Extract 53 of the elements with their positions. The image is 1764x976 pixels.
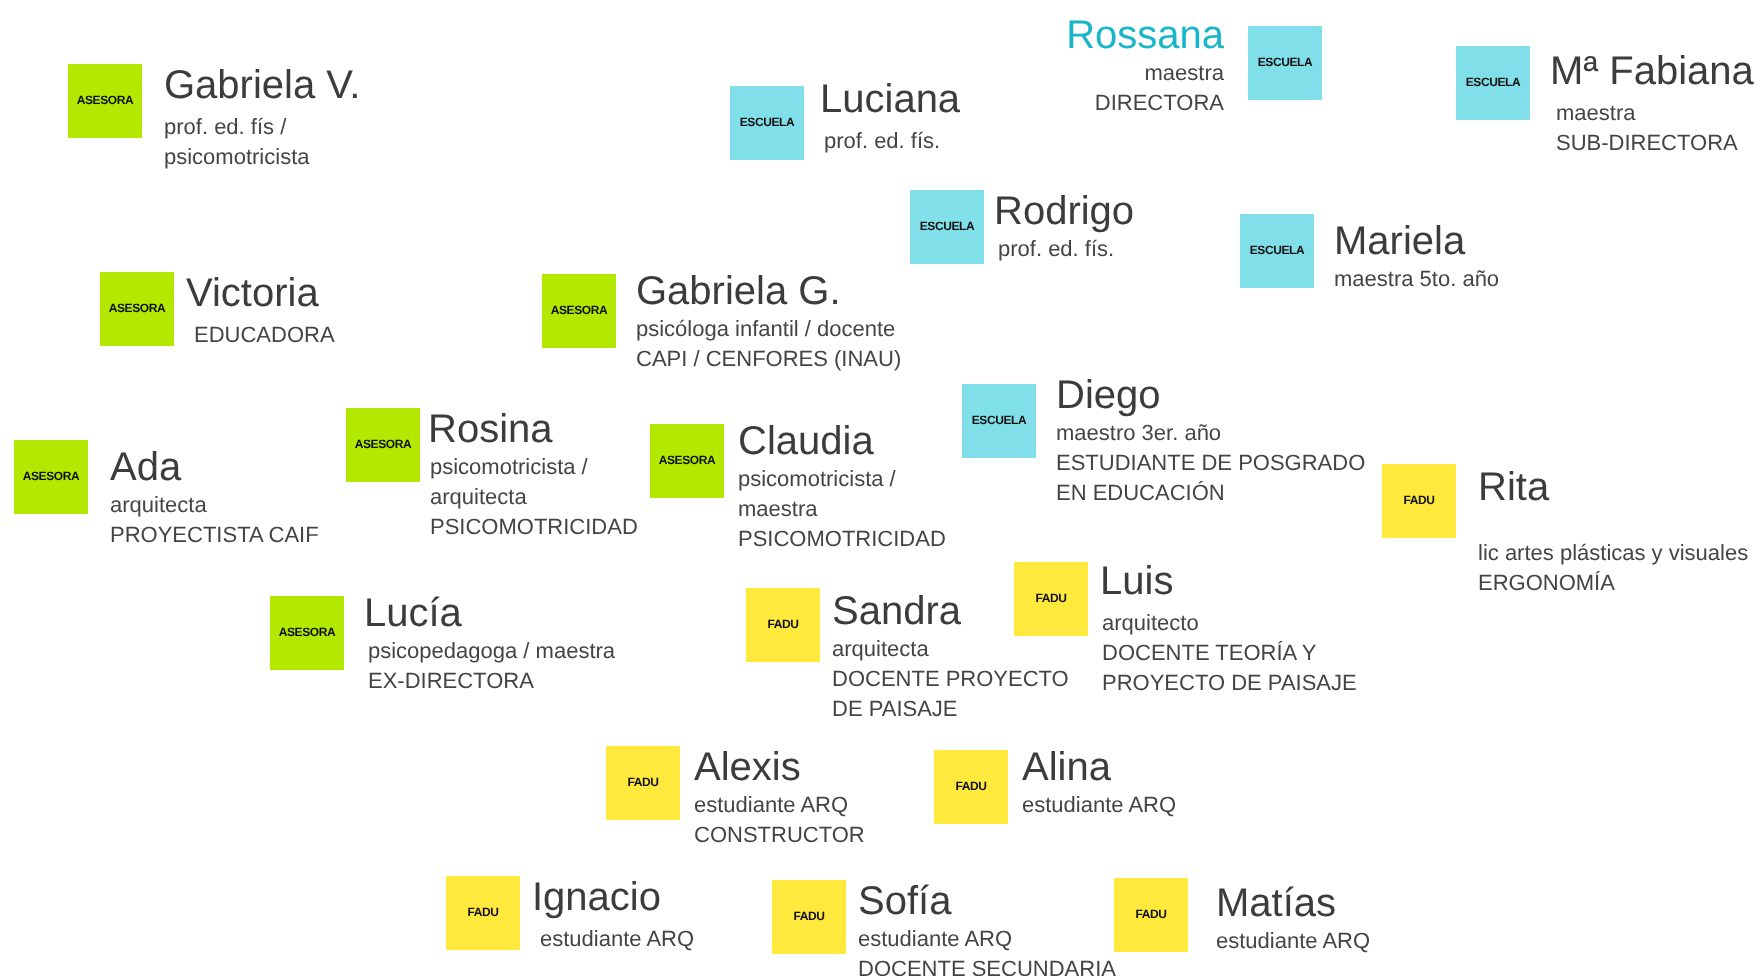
- role-text: prof. ed. fís.: [998, 236, 1115, 266]
- role-text: DOCENTE TEORÍA Y PROYECTO DE PAISAJE: [1102, 640, 1359, 700]
- person-name: Alina: [1022, 744, 1111, 792]
- person-name: Rosina: [428, 406, 553, 454]
- person-name: Luciana: [820, 76, 961, 124]
- person-name: Gabriela G.: [636, 268, 841, 316]
- role-text: DOCENTE SECUNDARIA: [858, 956, 1116, 976]
- person-name: Victoria: [186, 270, 319, 318]
- role-text: estudiante ARQ: [694, 792, 849, 822]
- person-name: Gabriela V.: [164, 62, 361, 110]
- role-text: prof. ed. fís.: [824, 128, 941, 158]
- role-text: psicomotricista / maestra: [738, 466, 898, 526]
- role-text: maestra: [1144, 60, 1224, 90]
- role-text: PROYECTISTA CAIF: [110, 522, 319, 552]
- person-name: Alexis: [694, 744, 801, 792]
- role-text: DIRECTORA: [1094, 90, 1224, 120]
- person-name: Mª Fabiana: [1550, 48, 1754, 96]
- person-name: Ada: [110, 444, 182, 492]
- person-name: Ignacio: [532, 874, 661, 922]
- person-name: Claudia: [738, 418, 874, 466]
- role-text: DOCENTE PROYECTO DE PAISAJE: [832, 666, 1071, 726]
- person-name: Sandra: [832, 588, 961, 636]
- role-text: arquitecta: [110, 492, 207, 522]
- role-text: arquitecto: [1102, 610, 1201, 640]
- role-text: maestra 5to. año: [1334, 266, 1500, 296]
- person-name: Lucía: [364, 590, 462, 638]
- role-text: prof. ed. fís / psicomotricista: [164, 114, 312, 174]
- role-text: psicopedagoga / maestra: [368, 638, 616, 668]
- role-text: lic artes plásticas y visuales: [1478, 540, 1749, 570]
- person-name: Mariela: [1334, 218, 1466, 266]
- role-text: estudiante ARQ: [1216, 928, 1371, 958]
- role-text: EDUCADORA: [194, 322, 335, 352]
- person-name: Rossana: [1066, 12, 1224, 60]
- role-text: psicomotricista / arquitecta: [430, 454, 590, 514]
- role-text: maestra: [1556, 100, 1636, 130]
- role-text: EX-DIRECTORA: [368, 668, 534, 698]
- role-text: estudiante ARQ: [1022, 792, 1177, 822]
- role-text: psicóloga infantil / docente: [636, 316, 896, 346]
- person-name: Diego: [1056, 372, 1161, 420]
- person-name: Sofía: [858, 878, 952, 926]
- role-text: CONSTRUCTOR: [694, 822, 865, 852]
- person-name: Luis: [1100, 558, 1174, 606]
- person-name: Rodrigo: [994, 188, 1135, 236]
- role-text: CAPI / CENFORES (INAU): [636, 346, 902, 376]
- role-text: SUB-DIRECTORA: [1556, 130, 1738, 160]
- role-text: ESTUDIANTE DE POSGRADO EN EDUCACIÓN: [1056, 450, 1368, 510]
- role-text: estudiante ARQ: [540, 926, 695, 956]
- role-text: estudiante ARQ: [858, 926, 1013, 956]
- role-text: ERGONOMÍA: [1478, 570, 1615, 600]
- role-text: arquitecta: [832, 636, 931, 666]
- role-text: maestro 3er. año: [1056, 420, 1224, 450]
- person-name: Matías: [1216, 880, 1337, 928]
- person-name: Rita: [1478, 464, 1550, 512]
